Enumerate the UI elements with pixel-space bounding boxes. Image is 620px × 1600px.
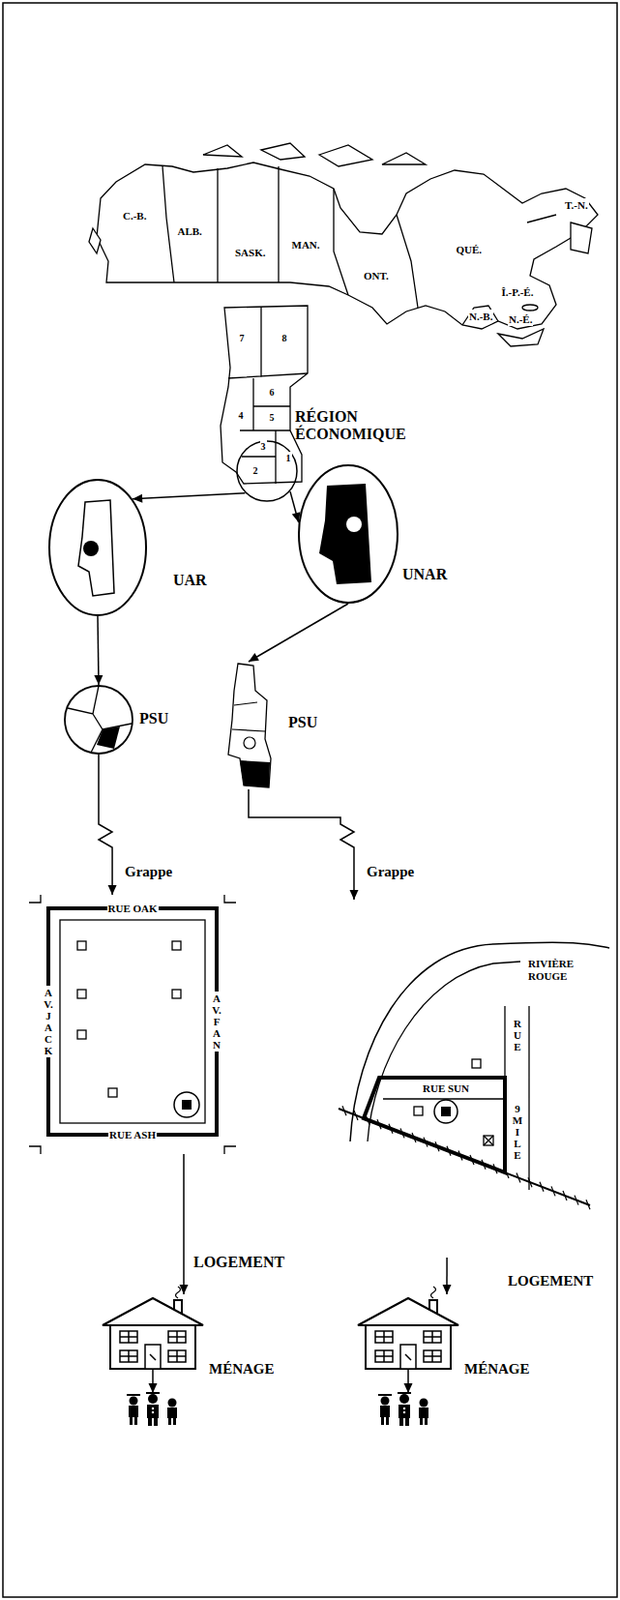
region-number: 6 — [268, 385, 276, 400]
arrow-connector — [248, 789, 358, 900]
region-number: 3 — [260, 440, 267, 454]
region-label: RÉGION ÉCONOMIQUE — [295, 408, 412, 444]
dwelling-house-outline — [96, 1294, 209, 1370]
connector-line — [97, 616, 99, 685]
province-label: ALB. — [177, 224, 204, 239]
region-map — [220, 305, 308, 484]
psu-circle: PSU — [63, 684, 134, 755]
arrow-connector — [442, 1257, 452, 1295]
household-people-outline — [123, 1392, 182, 1426]
region-number: 8 — [281, 331, 289, 346]
province-label: N.-É. — [507, 312, 533, 327]
region-number: 1 — [285, 451, 293, 466]
block-cluster-map: RUE OAK AV. JACK AV. FAN RUE ASH — [27, 894, 238, 1154]
region-number: 5 — [268, 411, 276, 425]
province-label: ONT. — [362, 268, 390, 284]
region-number: 4 — [237, 409, 245, 423]
psu-shape: PSU — [224, 661, 273, 790]
uar-ellipse-outline — [48, 478, 148, 617]
province-label: N.-B. — [468, 309, 494, 325]
dwelling-label: LOGEMENT — [507, 1272, 593, 1290]
unar-ellipse-outline — [297, 464, 399, 604]
arrow-connector — [98, 754, 118, 895]
arrow-connector — [179, 1153, 189, 1295]
street-name: RUE SUN — [422, 1082, 470, 1095]
river-name: RIVIÈRE ROUGE — [528, 957, 606, 982]
dwelling-house: LOGEMENT — [96, 1294, 209, 1370]
province-label: C.-B. — [121, 208, 148, 224]
street-name: RUE OAK — [107, 901, 159, 916]
street-name: 9 MILE — [512, 1102, 524, 1161]
region-number: 2 — [252, 464, 260, 478]
arrowhead — [349, 889, 358, 900]
household-label: MÉNAGE — [464, 1360, 531, 1378]
block-cluster-map-outline — [27, 894, 238, 1154]
arrowhead — [148, 1383, 158, 1393]
connector-line — [248, 789, 355, 900]
arrow-connector — [290, 491, 300, 523]
railway-ties — [342, 1105, 591, 1210]
stratum-label: UAR — [173, 571, 207, 590]
canada-map — [88, 143, 598, 347]
region-circle-outline — [236, 440, 298, 502]
province-label: T.-N. — [563, 198, 590, 213]
arrowhead — [442, 1284, 452, 1295]
street-name: AV. FAN — [210, 991, 224, 1052]
arrow-connector — [404, 1369, 414, 1393]
street-name: AV. JACK — [42, 985, 56, 1059]
rural-cluster-map-outline — [328, 899, 612, 1258]
psu-label: PSU — [288, 713, 318, 732]
uar-ellipse: UAR — [48, 478, 148, 617]
province-label: SASK. — [234, 245, 267, 261]
psu-shape-outline — [224, 661, 273, 790]
household-people-outline — [375, 1392, 434, 1426]
street-name: RUE — [512, 1017, 524, 1053]
arrowhead — [108, 885, 118, 895]
arrowhead — [404, 1383, 414, 1393]
street-name: RUE ASH — [108, 1127, 157, 1143]
edge-label: Grappe — [365, 862, 415, 882]
region-number: 7 — [238, 331, 246, 346]
province-label: QUÉ. — [455, 242, 484, 258]
arrow-connector — [148, 1369, 158, 1393]
household-label: MÉNAGE — [208, 1360, 275, 1378]
arrowhead — [93, 675, 103, 685]
household-people: MÉNAGE — [123, 1392, 182, 1426]
psu-label: PSU — [139, 709, 169, 728]
arrow-connector — [248, 603, 349, 662]
dwelling-label: LOGEMENT — [193, 1253, 285, 1271]
arrow-connector — [132, 493, 245, 503]
household-people: MÉNAGE — [375, 1392, 434, 1426]
edge-label: Grappe — [123, 862, 174, 882]
arrow-connector — [93, 616, 103, 685]
region-circle: RÉGION ÉCONOMIQUE — [236, 440, 298, 502]
connector-line — [132, 493, 245, 500]
dwelling-house-outline — [352, 1294, 465, 1370]
stratum-label: UNAR — [402, 565, 447, 584]
connector-line — [248, 603, 349, 662]
connector-line — [182, 1153, 185, 1295]
connector-line — [98, 754, 113, 895]
province-label: MAN. — [291, 237, 322, 253]
rural-cluster-map: RIVIÈRE ROUGE RUE RUE SUN 9 MILE — [328, 899, 612, 1258]
province-label: Î.-P.-É. — [501, 285, 535, 300]
dwelling-house: LOGEMENT — [352, 1294, 465, 1370]
arrowhead — [248, 652, 260, 662]
unar-ellipse: UNAR — [297, 464, 399, 604]
psu-circle-outline — [63, 684, 134, 755]
